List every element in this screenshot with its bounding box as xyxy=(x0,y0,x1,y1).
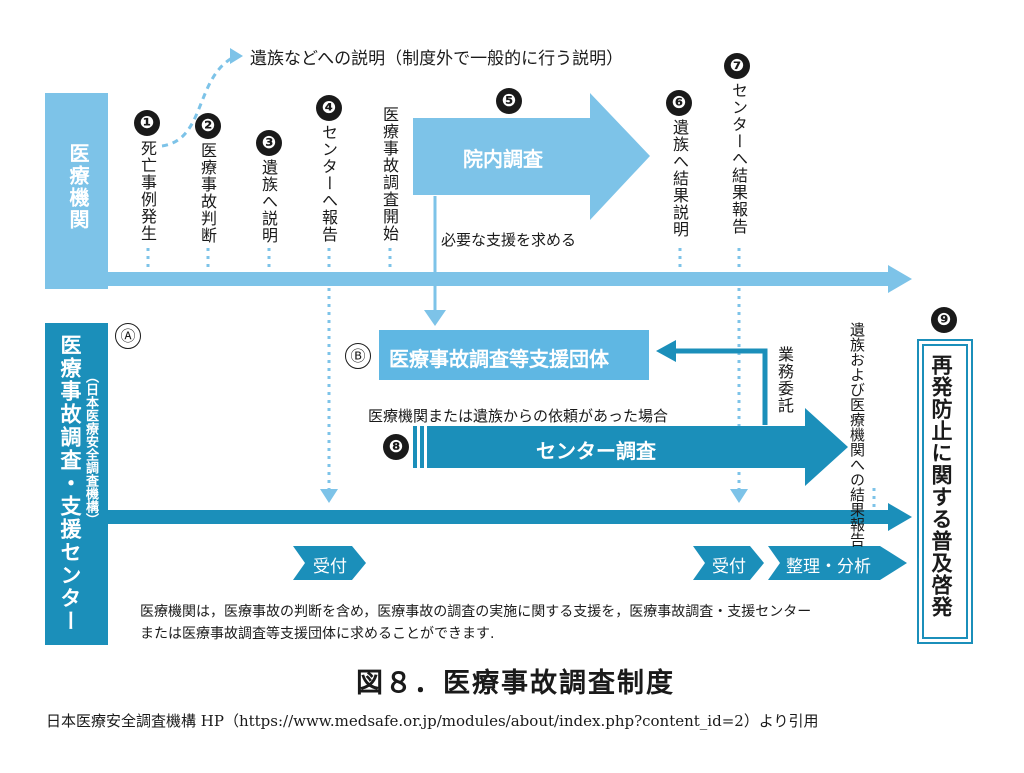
result-report-arrowhead xyxy=(730,489,748,503)
dashed-curve-arrow xyxy=(161,56,233,148)
step7-label: センターへ結果報告 xyxy=(729,82,748,235)
top-note-arrowhead xyxy=(230,48,243,64)
step7-number: ❼ xyxy=(724,53,750,79)
top-note: 遺族などへの説明（制度外で一般的に行う説明） xyxy=(250,49,624,69)
support-org-label: 医療事故調査等支援団体 xyxy=(389,347,609,371)
marker-a: Ⓐ xyxy=(115,323,141,349)
recurrence-prevention-label: 再発防止に関する普及啓発 xyxy=(929,354,953,618)
marker-b: Ⓑ xyxy=(345,343,371,369)
center-investigation-arrow xyxy=(427,408,848,486)
step4-number: ❹ xyxy=(316,95,342,121)
step2-label: 医療事故判断 xyxy=(198,142,217,244)
support-org-box xyxy=(379,330,649,380)
outsourcing-arrowhead xyxy=(656,340,676,362)
outsourcing-connector xyxy=(675,348,768,425)
hospital-timeline-arrowhead xyxy=(888,265,912,293)
step3-label: 遺族へ説明 xyxy=(259,159,278,244)
receipt-tag-2-shape xyxy=(693,546,764,580)
step9-number: ❾ xyxy=(931,307,957,333)
investigation-start-label: 医療事故調査開始 xyxy=(380,106,399,242)
step2-number: ❷ xyxy=(195,113,221,139)
report-to-center-arrowhead xyxy=(320,489,338,503)
families-report-label: 遺族および医療機関への結果報告 xyxy=(848,322,866,547)
step5-number: ❺ xyxy=(496,88,522,114)
step6-number: ❻ xyxy=(666,90,692,116)
center-label: 医療事故調査・支援センター xyxy=(58,334,82,633)
support-request-note: 必要な支援を求める xyxy=(441,231,577,249)
step1-label: 死亡事例発生 xyxy=(138,140,157,242)
footnote-line-1: 医療機関は，医療事故の判断を含め，医療事故の調査の実施に関する支援を，医療事故調… xyxy=(140,604,812,620)
center-timeline-line xyxy=(100,510,890,524)
center-bar xyxy=(45,323,108,645)
center-sub-label: （日本医療安全調査機構） xyxy=(83,370,98,526)
receipt-tag-1-shape xyxy=(293,546,366,580)
in-hospital-investigation-arrow xyxy=(413,93,650,220)
step1-number: ❶ xyxy=(134,110,160,136)
step4-label: センターへ報告 xyxy=(319,124,338,243)
center-investigation-bar-stripe1 xyxy=(413,426,417,468)
center-timeline-arrowhead xyxy=(888,503,912,531)
hospital-bar xyxy=(45,93,108,289)
outsourcing-label: 業務委託 xyxy=(775,346,794,414)
step8-number: ❽ xyxy=(383,434,409,460)
request-condition-note: 医療機関または遺族からの依頼があった場合 xyxy=(368,407,669,425)
analysis-tag-shape xyxy=(768,546,907,580)
footnote-line-2: または医療事故調査等支援団体に求めることができます. xyxy=(140,626,495,642)
support-request-arrowhead xyxy=(424,310,446,326)
receipt-label-1: 受付 xyxy=(313,557,347,577)
receipt-label-2: 受付 xyxy=(712,557,746,577)
recurrence-prevention-box-inner xyxy=(922,344,968,639)
hospital-timeline-line xyxy=(100,272,890,286)
in-hospital-investigation-label: 院内調査 xyxy=(463,147,543,171)
analysis-label: 整理・分析 xyxy=(786,557,871,577)
center-investigation-bar-stripe2 xyxy=(420,426,424,468)
step6-label: 遺族へ結果説明 xyxy=(670,119,689,238)
figure-title: 図８．医療事故調査制度 xyxy=(356,668,675,699)
hospital-label: 医療機関 xyxy=(66,143,90,231)
center-investigation-label: センター調査 xyxy=(536,439,656,463)
step3-number: ❸ xyxy=(256,130,282,156)
citation: 日本医療安全調査機構 HP（https://www.medsafe.or.jp/… xyxy=(46,712,819,730)
